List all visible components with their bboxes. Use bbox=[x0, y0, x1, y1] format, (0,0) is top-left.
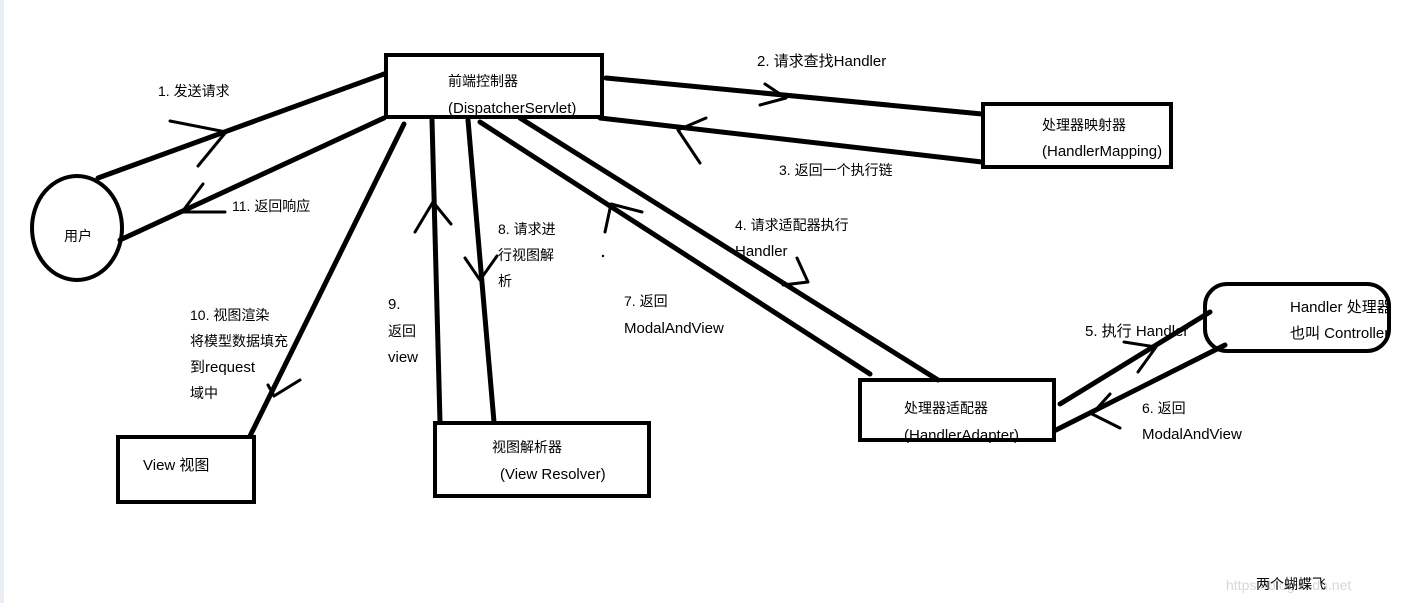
mapping-label-cn: 处理器映射器 bbox=[1042, 117, 1126, 133]
connector-resolve-view bbox=[465, 117, 497, 425]
connector-return-view bbox=[429, 117, 443, 425]
step-8-label-line2: 行视图解 bbox=[498, 247, 554, 263]
arrow-step-4 bbox=[781, 256, 810, 287]
step-10-label-line3: 到request bbox=[190, 359, 256, 376]
step-5-label: 5. 执行 Handler bbox=[1085, 323, 1188, 340]
step-10-label-line1: 10. 视图渲染 bbox=[190, 307, 269, 323]
step-7-label-line2: ModalAndView bbox=[624, 320, 724, 337]
handler-label-line1: Handler 处理器 bbox=[1290, 299, 1392, 316]
step-6-label-line2: ModalAndView bbox=[1142, 426, 1242, 443]
step-2-label: 2. 请求查找Handler bbox=[757, 53, 886, 70]
step-9-label-line1: 9. bbox=[388, 296, 401, 313]
handler-mapping-box bbox=[981, 102, 1173, 169]
dispatcher-label-cn: 前端控制器 bbox=[448, 73, 518, 89]
step-8-label-line3: 析 bbox=[498, 273, 512, 289]
arrow-step-6 bbox=[1090, 392, 1122, 430]
arrow-step-1 bbox=[168, 119, 228, 168]
watermark-author: 两个蝴蝶飞 bbox=[1256, 577, 1326, 593]
step-4-label-line2: Handler bbox=[735, 243, 788, 260]
arrow-step-10 bbox=[266, 378, 302, 398]
arrow-step-8 bbox=[463, 254, 499, 282]
step-4-label-line1: 4. 请求适配器执行 bbox=[735, 217, 849, 233]
connector-user-request bbox=[95, 71, 387, 181]
arrow-step-7 bbox=[603, 202, 644, 234]
step-9-label-line3: view bbox=[388, 349, 418, 366]
step-8-label-line1: 8. 请求进 bbox=[498, 221, 556, 237]
dispatcher-servlet-box bbox=[384, 53, 604, 119]
step-6-label-line1: 6. 返回 bbox=[1142, 400, 1186, 416]
handler-label-line2: 也叫 Controller bbox=[1290, 325, 1389, 342]
dispatcher-label-en: (DispatcherServlet) bbox=[448, 100, 576, 117]
step-7-label-line1: 7. 返回 bbox=[624, 293, 668, 309]
user-node bbox=[30, 174, 124, 282]
view-box bbox=[116, 435, 256, 504]
view-label: View 视图 bbox=[143, 457, 209, 474]
arrow-step-9 bbox=[413, 200, 453, 234]
step-11-label: 11. 返回响应 bbox=[232, 198, 310, 214]
left-edge-strip bbox=[0, 0, 4, 603]
connector-return-modal-6 bbox=[1053, 342, 1228, 433]
connector-execute-handler bbox=[1057, 309, 1213, 407]
connector-user-response bbox=[117, 115, 387, 243]
view-resolver-box bbox=[433, 421, 651, 498]
step-10-label-line2: 将模型数据填充 bbox=[190, 333, 288, 349]
connector-find-handler bbox=[603, 75, 985, 117]
resolver-label-cn: 视图解析器 bbox=[492, 439, 562, 455]
arrow-step-2 bbox=[758, 82, 788, 107]
connector-return-chain bbox=[597, 115, 985, 165]
arrow-step-11 bbox=[180, 182, 227, 214]
connector-request-adapter bbox=[517, 115, 941, 383]
mapping-label-en: (HandlerMapping) bbox=[1042, 143, 1162, 160]
step-10-label-line4: 域中 bbox=[190, 385, 218, 401]
adapter-label-cn: 处理器适配器 bbox=[904, 400, 988, 416]
step-9-label-line2: 返回 bbox=[388, 323, 416, 339]
adapter-label-en: (HandlerAdapter) bbox=[904, 427, 1019, 444]
connector-render-view bbox=[247, 121, 407, 439]
watermark-url: https://blog.csdn.net bbox=[1226, 577, 1351, 593]
connector-return-modal-7 bbox=[477, 119, 873, 377]
stray-dot bbox=[601, 254, 605, 258]
step-1-label: 1. 发送请求 bbox=[158, 83, 230, 99]
step-3-label: 3. 返回一个执行链 bbox=[779, 162, 893, 178]
handler-controller-box bbox=[1203, 282, 1391, 353]
handler-adapter-box bbox=[858, 378, 1056, 442]
arrow-step-5 bbox=[1122, 340, 1158, 374]
user-label: 用户 bbox=[64, 228, 92, 244]
arrow-step-3 bbox=[676, 116, 708, 165]
resolver-label-en: (View Resolver) bbox=[500, 466, 606, 483]
